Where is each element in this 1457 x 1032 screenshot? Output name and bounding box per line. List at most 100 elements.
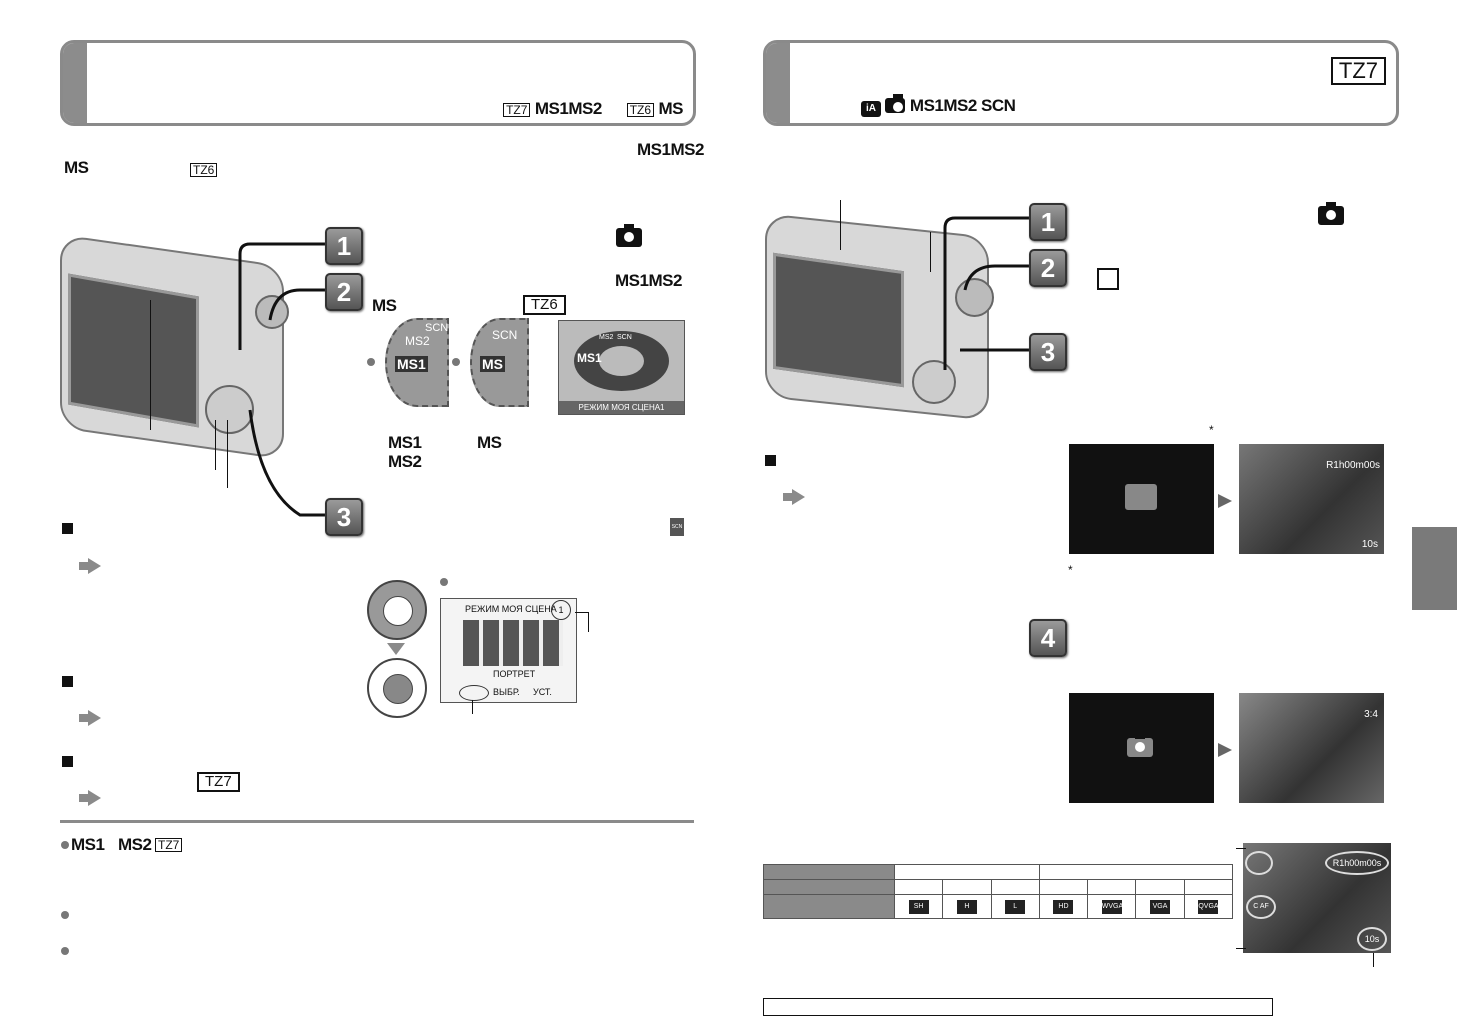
- dial2-bullet: [452, 358, 460, 366]
- note-tz7: TZ7: [155, 836, 183, 854]
- arrow-right-icon: [79, 558, 101, 574]
- scene-icon-grid: [463, 620, 563, 666]
- mode-wvga-icon: WVGA: [1101, 899, 1123, 914]
- arrow-right-icon: [783, 489, 805, 505]
- cursor-pad-set: [367, 658, 427, 718]
- note-bullet: [61, 841, 69, 849]
- detail-elapsed: 10s: [1357, 927, 1387, 951]
- scene-menu-screen: РЕЖИМ МОЯ СЦЕНА 1 ПОРТРЕТ ВЫБР. УСТ.: [440, 598, 577, 703]
- camera-icon: [1318, 202, 1344, 225]
- lcd-item-ms2: MS2: [599, 334, 614, 341]
- dial1-ms2: MS2: [405, 334, 430, 348]
- right-header-tab: [766, 43, 790, 123]
- mode-qvga-icon: QVGA: [1198, 899, 1219, 914]
- mode-sh-icon: SH: [908, 899, 929, 914]
- camera-icon: [1127, 734, 1153, 757]
- video-remaining: R1h00m00s: [1326, 460, 1380, 471]
- menu-bullet: [440, 578, 448, 586]
- movie-icon: [1125, 484, 1157, 510]
- chapter-tab: [1412, 527, 1457, 610]
- step-connector-lines: [238, 242, 330, 517]
- left-header-tab: [63, 43, 87, 123]
- cursor-buttons-right: [912, 360, 956, 404]
- dial-ms: MS SCN: [470, 318, 529, 407]
- ia-icon: iA: [861, 101, 881, 117]
- asterisk-note: *: [1068, 563, 1073, 577]
- recording-quality-table: SH H L HD WVGA VGA QVGA: [763, 864, 1234, 919]
- movie-detail-screen: C AF R1h00m00s 10s: [1243, 843, 1391, 953]
- notepad-icon: [1097, 268, 1119, 290]
- arrow-right-icon: [1218, 494, 1232, 508]
- step-3-badge-right: 3: [1029, 333, 1067, 371]
- step-1-badge: 1: [325, 227, 363, 265]
- movie-standby-screen: [1069, 444, 1214, 554]
- scene-menu-title: РЕЖИМ МОЯ СЦЕНА: [465, 604, 557, 614]
- left-header-modes: TZ7 MS1MS2 TZ6 MS: [503, 99, 683, 119]
- right-modes-label: MS1MS2 SCN: [909, 96, 1016, 115]
- video-elapsed: 10s: [1361, 539, 1378, 550]
- lcd-caption: РЕЖИМ МОЯ СЦЕНА1: [559, 401, 684, 414]
- scene-info-circle: [459, 685, 489, 701]
- note-bullet: [61, 911, 69, 919]
- arrow-right-icon: [79, 790, 101, 806]
- camera-icon: [885, 94, 906, 113]
- scene-footer-select: ВЫБР.: [493, 687, 520, 697]
- mode-vga-icon: VGA: [1150, 899, 1171, 914]
- photo-count: 3:4: [1364, 709, 1378, 720]
- tz7-badge: TZ7: [503, 103, 531, 117]
- note-box: [763, 998, 1273, 1016]
- asterisk-mark: *: [1209, 423, 1214, 437]
- photo-review-screen: 3:4: [1239, 693, 1384, 803]
- dial1-bullet: [367, 358, 375, 366]
- mode-dial: [255, 295, 289, 329]
- mode-hd-icon: HD: [1053, 899, 1074, 914]
- camera-icon: [616, 224, 642, 247]
- dial1-ms1: MS1: [395, 356, 428, 372]
- dial1-scn: SCN: [425, 322, 449, 334]
- detail-remaining: R1h00m00s: [1325, 851, 1389, 875]
- step-connector-lines-right: [943, 216, 1035, 370]
- step2-ms1ms2: MS1MS2: [615, 271, 682, 290]
- ms1ms2-label: MS1MS2: [534, 99, 602, 118]
- arrow-down-icon: [387, 643, 405, 655]
- square-bullet-icon: [62, 676, 73, 687]
- note-bullet: [61, 947, 69, 955]
- dial-ms1ms2: MS1 MS2 SCN: [385, 318, 449, 407]
- step-3-badge: 3: [325, 498, 363, 536]
- mode-h-icon: H: [956, 899, 977, 914]
- step2-ms: MS: [372, 296, 397, 315]
- square-bullet-icon: [765, 455, 776, 466]
- lcd-mode-menu: MS1 MS2 SCN РЕЖИМ МОЯ СЦЕНА1: [558, 320, 685, 415]
- tz6-badge: TZ6: [626, 103, 655, 117]
- intro-ms: MS: [64, 158, 89, 177]
- intro-tz6: TZ6: [190, 161, 218, 179]
- cursor-buttons: [205, 385, 254, 434]
- note-ms1: MS1: [71, 835, 105, 854]
- right-header-tz7: TZ7: [1330, 57, 1386, 85]
- dial2-ms: MS: [480, 356, 505, 372]
- step2-tz6: TZ6: [523, 295, 566, 315]
- note-ms2: MS2: [118, 835, 152, 854]
- right-header-modes: iA MS1MS2 SCN: [861, 94, 1016, 117]
- step-1-badge-right: 1: [1029, 203, 1067, 241]
- step-2-badge: 2: [325, 273, 363, 311]
- square-bullet-icon: [62, 756, 73, 767]
- step-4-badge-right: 4: [1029, 619, 1067, 657]
- detail-circle-mode: [1245, 851, 1273, 875]
- right-header-box: TZ7 iA MS1MS2 SCN: [763, 40, 1399, 126]
- detail-af-mode: C AF: [1246, 895, 1276, 919]
- dial-caption-ms: MS: [477, 433, 502, 452]
- scn-icon: SCN: [670, 518, 684, 536]
- square-bullet-icon: [62, 523, 73, 534]
- scene-footer-set: УСТ.: [533, 687, 552, 697]
- arrow-right-icon: [79, 710, 101, 726]
- photo-standby-screen: [1069, 693, 1214, 803]
- movie-recording-screen: R1h00m00s 10s: [1239, 444, 1384, 554]
- tz7-badge-lower: TZ7: [197, 772, 240, 792]
- left-header-box: TZ7 MS1MS2 TZ6 MS: [60, 40, 696, 126]
- scene-selected-name: ПОРТРЕТ: [493, 669, 536, 679]
- cursor-pad-up-down: [367, 580, 427, 640]
- section-divider: [60, 820, 694, 823]
- dial2-scn: SCN: [492, 328, 518, 342]
